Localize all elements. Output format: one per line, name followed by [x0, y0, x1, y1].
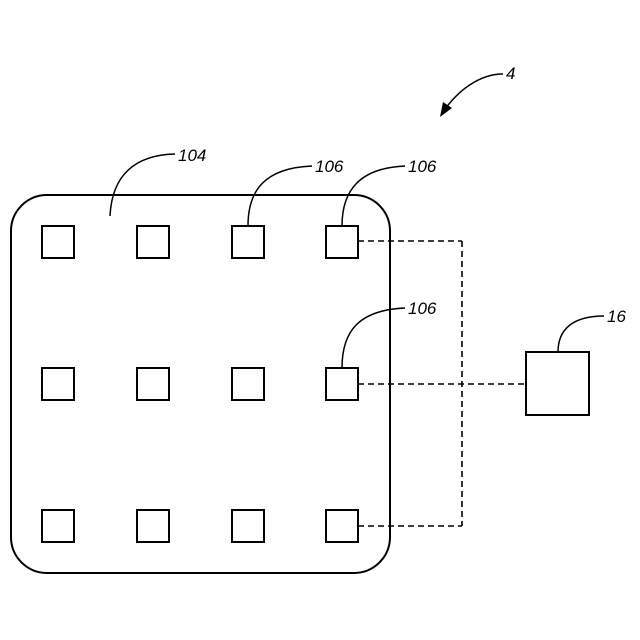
grid-element: [42, 368, 74, 400]
grid-element: [232, 226, 264, 258]
grid-element: [137, 368, 169, 400]
controller-box: [526, 352, 589, 415]
element-label-top-mid: 106: [315, 157, 344, 176]
dashed-connections: [358, 241, 526, 526]
grid-element: [232, 510, 264, 542]
grid-element: [137, 510, 169, 542]
substrate-leader: [110, 154, 175, 216]
grid-element: [137, 226, 169, 258]
grid-element: [326, 510, 358, 542]
figure-ref-leader: [443, 74, 503, 112]
grid-element: [326, 368, 358, 400]
figure-ref-arrowhead: [440, 102, 452, 117]
grid-element: [326, 226, 358, 258]
grid-element: [232, 368, 264, 400]
figure-ref-label: 4: [506, 64, 515, 83]
grid-element: [42, 226, 74, 258]
element-grid: [42, 226, 358, 542]
element-leader-mid-right: [342, 308, 405, 368]
substrate-label: 104: [178, 146, 206, 165]
element-label-top-right: 106: [408, 157, 437, 176]
grid-element: [42, 510, 74, 542]
controller-label: 16: [607, 307, 626, 326]
element-label-mid-right: 106: [408, 299, 437, 318]
controller-leader: [558, 316, 604, 352]
